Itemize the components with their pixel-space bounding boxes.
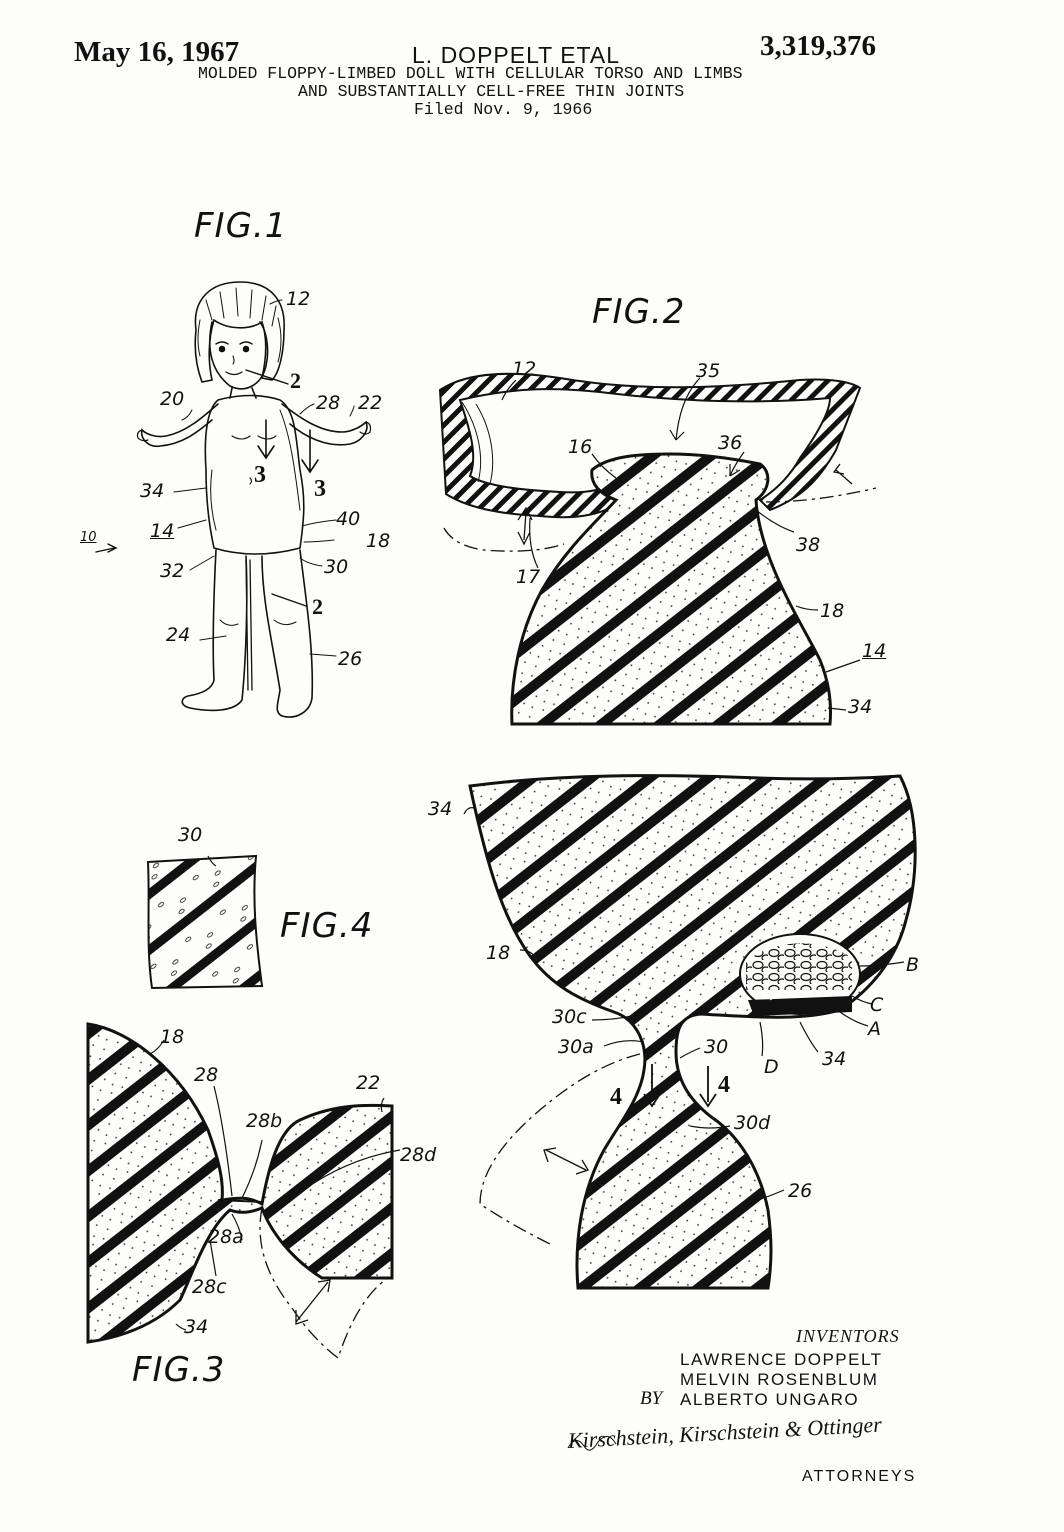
ref-30c: 30c: [552, 1006, 587, 1028]
ref-16: 16: [568, 436, 593, 458]
ref-D: D: [764, 1056, 779, 1078]
fig3-section-drawing: [86, 1022, 401, 1360]
ref-28b: 28b: [246, 1110, 283, 1132]
ref-B: B: [906, 954, 920, 976]
ref-14: 14: [862, 640, 887, 662]
ref-28d: 28d: [400, 1144, 437, 1166]
by-label: BY: [640, 1388, 663, 1409]
ref-35: 35: [696, 360, 721, 382]
ref-22: 22: [358, 392, 383, 414]
ref-A: A: [868, 1018, 881, 1040]
ref-26: 26: [338, 648, 363, 670]
issue-date: May 16, 1967: [74, 36, 240, 68]
fig4-cross-section: [146, 854, 264, 990]
ref-28a: 28a: [208, 1226, 244, 1248]
section-mark-2-upper: 2: [290, 368, 301, 393]
ref-C: C: [870, 994, 884, 1016]
section-mark-4-left: 4: [610, 1084, 622, 1110]
patent-number: 3,319,376: [760, 30, 876, 62]
ref-20: 20: [160, 388, 185, 410]
section-mark-3-right: 3: [314, 476, 326, 502]
fig4-label: FIG.4: [280, 906, 374, 946]
ref-38: 38: [796, 534, 821, 556]
ref-18: 18: [366, 530, 391, 552]
ref-30: 30: [324, 556, 349, 578]
ref-30a: 30a: [558, 1036, 594, 1058]
ref-24: 24: [166, 624, 191, 646]
ref-28: 28: [316, 392, 341, 414]
ref-32: 32: [160, 560, 185, 582]
ref-30: 30: [704, 1036, 729, 1058]
ref-28: 28: [194, 1064, 219, 1086]
ref-14: 14: [150, 520, 175, 542]
ref-18: 18: [820, 600, 845, 622]
section-mark-3-left: 3: [254, 462, 266, 488]
fig2-section-drawing: [438, 372, 877, 726]
ref-36: 36: [718, 432, 743, 454]
ref-34: 34: [140, 480, 165, 502]
inventor-name-1: LAWRENCE DOPPELT: [680, 1350, 883, 1369]
ref-28c: 28c: [192, 1276, 227, 1298]
attorneys-label: ATTORNEYS: [802, 1468, 917, 1485]
fig5-section-drawing: [463, 774, 917, 1290]
section-mark-2-lower: 2: [312, 594, 323, 619]
ref-18: 18: [486, 942, 511, 964]
ref-34-top: 34: [428, 798, 453, 820]
inventor-header: L. DOPPELT ETAL: [412, 42, 621, 68]
section-mark-4-right: 4: [718, 1072, 730, 1098]
fig2-label: FIG.2: [592, 292, 686, 332]
filed-date: Filed Nov. 9, 1966: [414, 100, 593, 119]
title-line-2: AND SUBSTANTIALLY CELL-FREE THIN JOINTS: [298, 82, 685, 101]
ref-12: 12: [512, 358, 537, 380]
title-line-1: MOLDED FLOPPY-LIMBED DOLL WITH CELLULAR …: [198, 64, 743, 83]
inventor-name-2: MELVIN ROSENBLUM: [680, 1370, 879, 1389]
fig3-label: FIG.3: [132, 1350, 226, 1390]
ref-34-inset: 34: [822, 1048, 847, 1070]
ref-30: 30: [178, 824, 203, 846]
inventor-name-3: ALBERTO UNGARO: [680, 1390, 860, 1409]
ref-12: 12: [286, 288, 311, 310]
ref-10: 10: [80, 530, 97, 545]
ref-34: 34: [848, 696, 873, 718]
ref-34: 34: [184, 1316, 209, 1338]
signature-flourish: [567, 1436, 617, 1451]
ref-26: 26: [788, 1180, 813, 1202]
ref-17: 17: [516, 566, 541, 588]
inventors-label: INVENTORS: [796, 1326, 900, 1346]
ref-40: 40: [336, 508, 361, 530]
ref-30d: 30d: [734, 1112, 771, 1134]
ref-22: 22: [356, 1072, 381, 1094]
fig1-doll-drawing: [95, 281, 372, 718]
fig1-label: FIG.1: [194, 206, 288, 246]
ref-18: 18: [160, 1026, 185, 1048]
